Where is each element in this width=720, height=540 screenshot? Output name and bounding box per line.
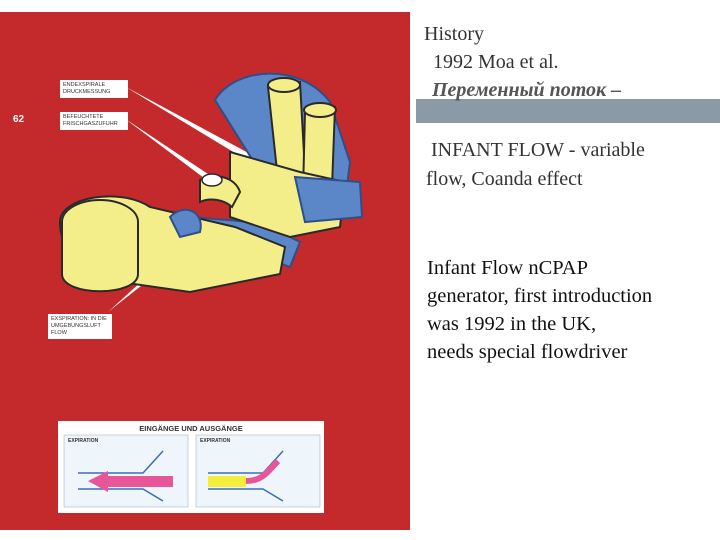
label-pressure: Endexspirale Druckmessung: [60, 80, 128, 98]
yellow-cylinder: [61, 222, 139, 293]
coanda-line: flow, Coanda effect: [426, 168, 583, 190]
blue-prong-tube: [168, 208, 202, 239]
history-heading: History: [424, 23, 484, 45]
pointer-line-pressure: [124, 86, 254, 162]
pink-curve-right: [245, 458, 281, 484]
body-line: needs special flowdriver: [427, 341, 628, 363]
yellow-box: [208, 476, 246, 487]
moa-reference: 1992 Moa et al.: [433, 51, 559, 73]
pointer-line-humidified: [124, 118, 220, 187]
label-humidified: Befeuchtete Frischgaszufuhr: [60, 112, 128, 130]
label-expiratory: Exspiration: in die umgebungsluft Flow: [48, 314, 112, 339]
page-number: 62: [13, 114, 25, 125]
flow-diagram: [63, 434, 321, 508]
device-illustration: 62 Endexspirale Druckmessung Befeuchtete…: [0, 12, 410, 530]
russian-subtitle: Переменный поток –: [432, 79, 622, 101]
pink-arrow-left: [88, 471, 173, 492]
title-divider-bar: [416, 99, 720, 123]
body-line: was 1992 in the UK,: [427, 313, 597, 335]
body-line: generator, first introduction: [427, 285, 653, 307]
left-panel-title: EXPIRATION: [68, 438, 99, 444]
blue-side-block: [293, 175, 364, 224]
right-panel-title: EXPIRATION: [200, 438, 231, 444]
infant-flow-line: INFANT FLOW - variable: [431, 139, 645, 161]
generator-drawing: [58, 72, 364, 312]
body-line: Infant Flow nCPAP: [427, 257, 588, 279]
inset-title: EINGÄNGE UND AUSGÄNGE: [139, 424, 243, 433]
body-paragraph: Infant Flow nCPAP generator, first intro…: [427, 254, 717, 366]
inputs-outputs-inset: EINGÄNGE UND AUSGÄNGE EXPIRATION EXPIRAT…: [58, 421, 324, 513]
